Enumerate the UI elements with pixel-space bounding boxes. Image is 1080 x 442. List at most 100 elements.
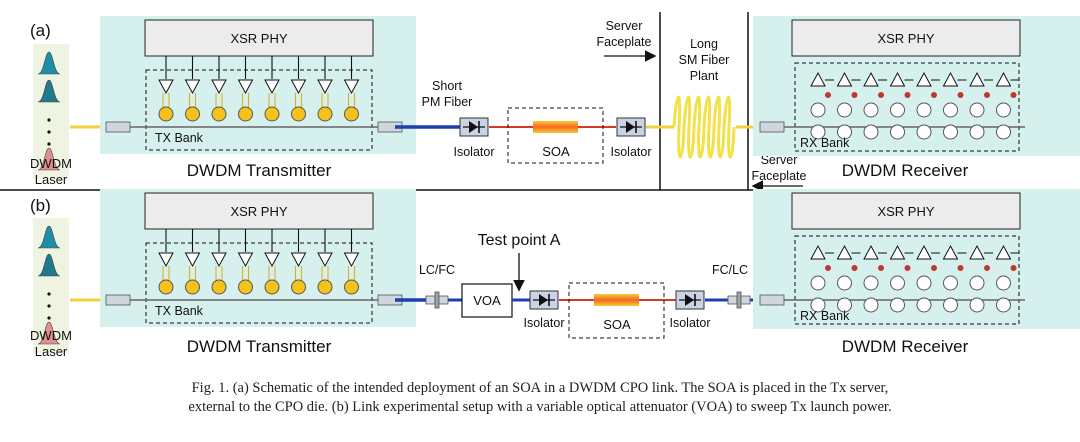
- photodetector: [931, 265, 937, 271]
- photodetector: [825, 92, 831, 98]
- tia-amplifier: [863, 244, 879, 260]
- driver-amplifier: [158, 79, 174, 95]
- laser-peak: [37, 225, 61, 249]
- laser-peak: [37, 321, 61, 345]
- connector-label: LC/FC: [419, 263, 455, 277]
- ring-modulator: [238, 106, 253, 122]
- soa-chip: [594, 294, 639, 306]
- soa-chip: [533, 121, 578, 133]
- laser-label: Laser: [35, 172, 68, 187]
- ring-modulator: [211, 106, 227, 122]
- ellipsis-dot: [47, 292, 51, 296]
- isolator: [616, 117, 646, 137]
- fiber-plant-label: SM Fiber: [679, 53, 730, 67]
- ring-filter: [916, 275, 932, 291]
- tia-amplifier: [942, 71, 959, 87]
- laser-peak: [37, 147, 61, 171]
- bank-label: TX Bank: [155, 131, 204, 145]
- ring-filter: [810, 102, 826, 118]
- fiber-coil: [672, 95, 736, 159]
- isolator-label: Isolator: [611, 145, 652, 159]
- connector-ferrule: [727, 295, 738, 305]
- faceplate-label: Faceplate: [597, 35, 652, 49]
- photodetector: [904, 265, 911, 271]
- driver-amplifier: [211, 252, 227, 268]
- photodetector: [957, 265, 964, 271]
- fiber-coupler: [105, 294, 131, 306]
- ring-modulator: [158, 106, 174, 122]
- driver-amplifier: [290, 79, 307, 95]
- connector-flange: [434, 291, 440, 309]
- tia-amplifier: [969, 71, 985, 87]
- ellipsis-dot: [47, 142, 51, 146]
- ellipsis-dot: [47, 130, 51, 134]
- ring-filter: [969, 102, 985, 118]
- rx-bank-box: [794, 62, 1020, 152]
- tia-amplifier: [916, 244, 932, 260]
- driver-amplifier: [317, 79, 333, 95]
- ring-filter: [916, 102, 932, 118]
- ring-filter: [996, 124, 1011, 140]
- phy-box: [144, 192, 374, 230]
- connector-ferrule: [740, 295, 751, 305]
- tia-amplifier: [995, 71, 1012, 87]
- ring-filter: [969, 297, 985, 313]
- photodetector: [931, 92, 937, 98]
- photodetector: [851, 265, 858, 271]
- phy-box: [791, 19, 1021, 57]
- ring-modulator: [291, 106, 306, 122]
- ring-filter: [863, 275, 879, 291]
- laser-spectrum: [33, 44, 69, 179]
- driver-amplifier: [343, 79, 360, 95]
- tx-bank-box: [145, 69, 373, 151]
- fiber-coupler: [759, 294, 785, 306]
- isolator: [529, 290, 559, 310]
- ring-filter: [837, 102, 852, 118]
- isolator-label: Isolator: [670, 316, 711, 330]
- panel-label: (b): [30, 196, 51, 215]
- tia-amplifier: [942, 244, 959, 260]
- fiber-coupler: [105, 121, 131, 133]
- photodetector: [984, 92, 990, 98]
- ring-filter: [996, 297, 1011, 313]
- bank-label: RX Bank: [800, 136, 850, 150]
- photodetector: [851, 92, 858, 98]
- ring-filter: [890, 275, 905, 291]
- ring-filter: [943, 124, 958, 140]
- ring-modulator: [317, 106, 333, 122]
- photodetector: [957, 92, 964, 98]
- driver-amplifier: [343, 252, 360, 268]
- driver-amplifier: [317, 252, 333, 268]
- photodetector: [1010, 92, 1017, 98]
- ring-filter: [996, 275, 1011, 291]
- soa-enclosure: [568, 282, 665, 339]
- soa-label: SOA: [603, 317, 631, 332]
- ring-modulator: [185, 279, 200, 295]
- driver-amplifier: [290, 252, 307, 268]
- tia-amplifier: [969, 244, 985, 260]
- phy-box: [791, 192, 1021, 230]
- connector-ferrule: [438, 295, 449, 305]
- ring-filter: [943, 275, 958, 291]
- tia-amplifier: [810, 71, 826, 87]
- ring-modulator: [344, 106, 359, 122]
- ring-modulator: [211, 279, 227, 295]
- laser-label: DWDM: [30, 156, 72, 171]
- driver-amplifier: [264, 79, 280, 95]
- ring-filter: [863, 102, 879, 118]
- ring-modulator: [317, 279, 333, 295]
- phy-label: XSR PHY: [230, 204, 287, 219]
- laser-label: Laser: [35, 344, 68, 359]
- ring-filter: [810, 124, 826, 140]
- figure-caption: Fig. 1. (a) Schematic of the intended de…: [60, 379, 1020, 417]
- ring-modulator: [264, 106, 280, 122]
- tx-bank-box: [145, 242, 373, 324]
- ring-filter: [890, 297, 905, 313]
- phy-label: XSR PHY: [877, 31, 934, 46]
- rx-title: DWDM Receiver: [842, 337, 969, 356]
- faceplate-label: Server: [606, 19, 643, 33]
